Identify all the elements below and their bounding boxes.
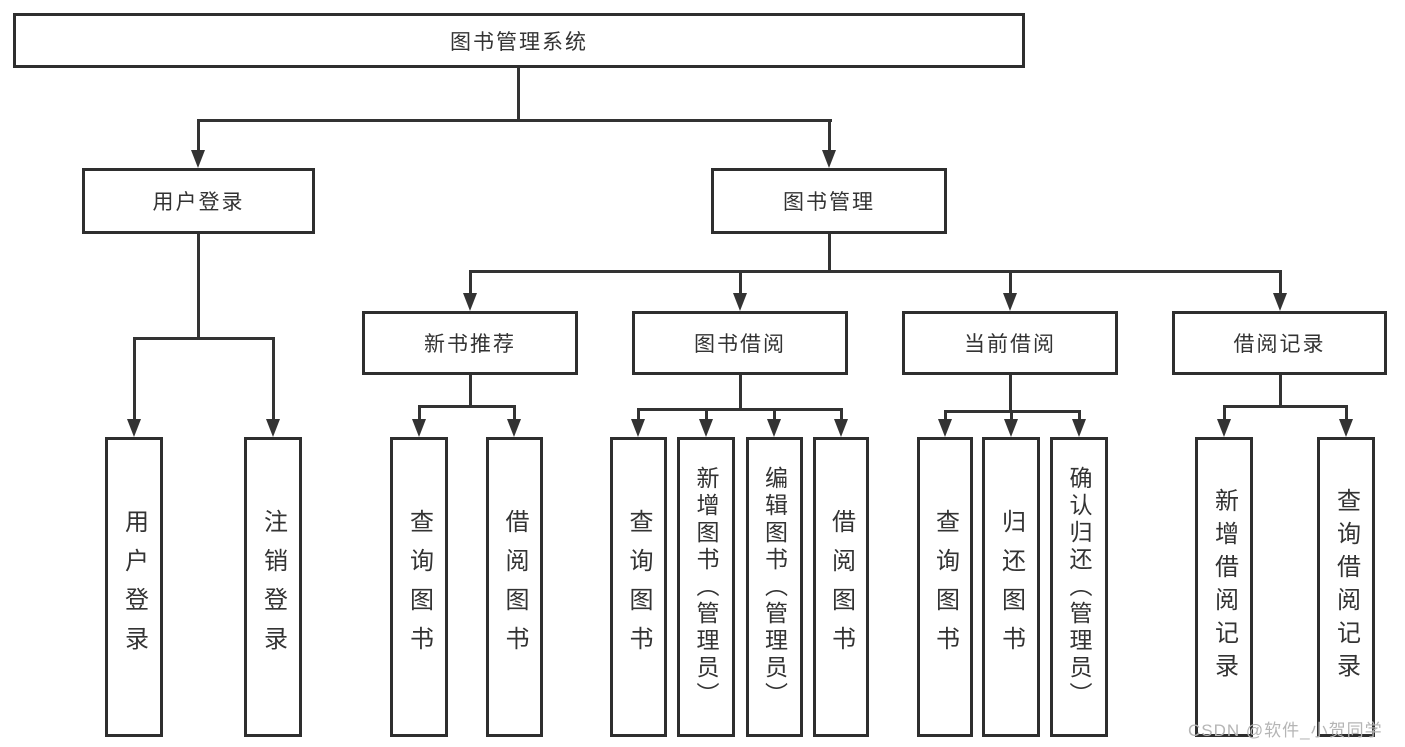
connector-line [272, 337, 275, 421]
arrow-down-icon [1003, 293, 1017, 311]
connector-line [418, 405, 516, 408]
node-new-book-recommend: 新书推荐 [362, 311, 578, 375]
arrow-down-icon [127, 419, 141, 437]
arrow-down-icon [1339, 419, 1353, 437]
arrow-down-icon [1004, 419, 1018, 437]
node-user-login: 用户登录 [82, 168, 315, 234]
arrow-down-icon [822, 150, 836, 168]
connector-line [828, 119, 831, 153]
leaf-return-books: 归还图书 [982, 437, 1040, 737]
connector-line [739, 375, 742, 408]
leaf-confirm-return-admin-label: 确认归还（管理员） [1066, 465, 1092, 709]
leaf-add-borrow-record-label: 新增借阅记录 [1210, 488, 1238, 686]
arrow-down-icon [834, 419, 848, 437]
leaf-confirm-return-admin: 确认归还（管理员） [1050, 437, 1108, 737]
node-current-borrow-label: 当前借阅 [964, 333, 1056, 356]
node-book-borrow: 图书借阅 [632, 311, 848, 375]
leaf-query-borrow-record: 查询借阅记录 [1317, 437, 1375, 737]
leaf-user-login: 用户登录 [105, 437, 163, 737]
connector-line [418, 405, 421, 421]
csdn-watermark: CSDN @软件_小贺同学 [1188, 721, 1383, 740]
leaf-recommend-borrow-books: 借阅图书 [486, 437, 543, 737]
connector-line [773, 408, 776, 421]
leaf-recommend-query-books-label: 查询图书 [405, 509, 433, 665]
node-book-borrow-label: 图书借阅 [694, 333, 786, 356]
leaf-current-query-books-label: 查询图书 [931, 509, 959, 665]
connector-line [197, 119, 832, 122]
connector-line [944, 410, 947, 421]
leaf-return-books-label: 归还图书 [997, 509, 1025, 665]
arrow-down-icon [699, 419, 713, 437]
connector-line [840, 408, 843, 421]
connector-line [637, 408, 640, 421]
arrow-down-icon [631, 419, 645, 437]
leaf-borrow-query-books-label: 查询图书 [625, 509, 652, 665]
connector-line [133, 337, 136, 421]
connector-line [828, 234, 831, 270]
leaf-add-borrow-record: 新增借阅记录 [1195, 437, 1253, 737]
leaf-borrow-books: 借阅图书 [813, 437, 869, 737]
node-new-book-recommend-label: 新书推荐 [424, 333, 516, 356]
leaf-borrow-query-books: 查询图书 [610, 437, 667, 737]
leaf-add-books-admin-label: 新增图书（管理员） [693, 465, 719, 709]
arrow-down-icon [191, 150, 205, 168]
node-borrow-record: 借阅记录 [1172, 311, 1387, 375]
arrow-down-icon [1217, 419, 1231, 437]
connector-line [197, 234, 200, 337]
leaf-recommend-query-books: 查询图书 [390, 437, 448, 737]
connector-line [133, 337, 274, 340]
leaf-borrow-books-label: 借阅图书 [827, 509, 855, 665]
leaf-user-login-label: 用户登录 [120, 509, 148, 665]
arrow-down-icon [463, 293, 477, 311]
connector-line [197, 119, 200, 153]
leaf-logout: 注销登录 [244, 437, 302, 737]
connector-line [1279, 270, 1282, 295]
node-current-borrow: 当前借阅 [902, 311, 1118, 375]
arrow-down-icon [507, 419, 521, 437]
arrow-down-icon [266, 419, 280, 437]
arrow-down-icon [1072, 419, 1086, 437]
node-root-label: 图书管理系统 [450, 30, 588, 54]
connector-line [1009, 270, 1012, 295]
arrow-down-icon [412, 419, 426, 437]
arrow-down-icon [733, 293, 747, 311]
leaf-edit-books-admin-label: 编辑图书（管理员） [761, 465, 788, 709]
connector-line [1009, 375, 1012, 410]
leaf-current-query-books: 查询图书 [917, 437, 973, 737]
leaf-add-books-admin: 新增图书（管理员） [677, 437, 735, 737]
connector-line [517, 68, 520, 119]
connector-line [469, 375, 472, 405]
connector-line [469, 270, 472, 295]
leaf-recommend-borrow-books-label: 借阅图书 [501, 509, 528, 665]
connector-line [1345, 405, 1348, 421]
arrow-down-icon [1273, 293, 1287, 311]
node-user-login-label: 用户登录 [152, 191, 245, 214]
node-root: 图书管理系统 [13, 13, 1025, 68]
connector-line [1223, 405, 1346, 408]
connector-line [1223, 405, 1226, 421]
leaf-logout-label: 注销登录 [259, 509, 287, 665]
connector-line [1010, 410, 1013, 421]
connector-line [513, 405, 516, 421]
connector-line [739, 270, 742, 295]
connector-line [637, 408, 842, 411]
arrow-down-icon [938, 419, 952, 437]
node-borrow-record-label: 借阅记录 [1233, 333, 1326, 356]
connector-line [469, 270, 1281, 273]
node-book-management: 图书管理 [711, 168, 947, 234]
connector-line [1078, 410, 1081, 421]
connector-line [1279, 375, 1282, 405]
leaf-query-borrow-record-label: 查询借阅记录 [1332, 488, 1360, 686]
leaf-edit-books-admin: 编辑图书（管理员） [746, 437, 803, 737]
arrow-down-icon [767, 419, 781, 437]
node-book-management-label: 图书管理 [783, 191, 875, 214]
connector-line [705, 408, 708, 421]
